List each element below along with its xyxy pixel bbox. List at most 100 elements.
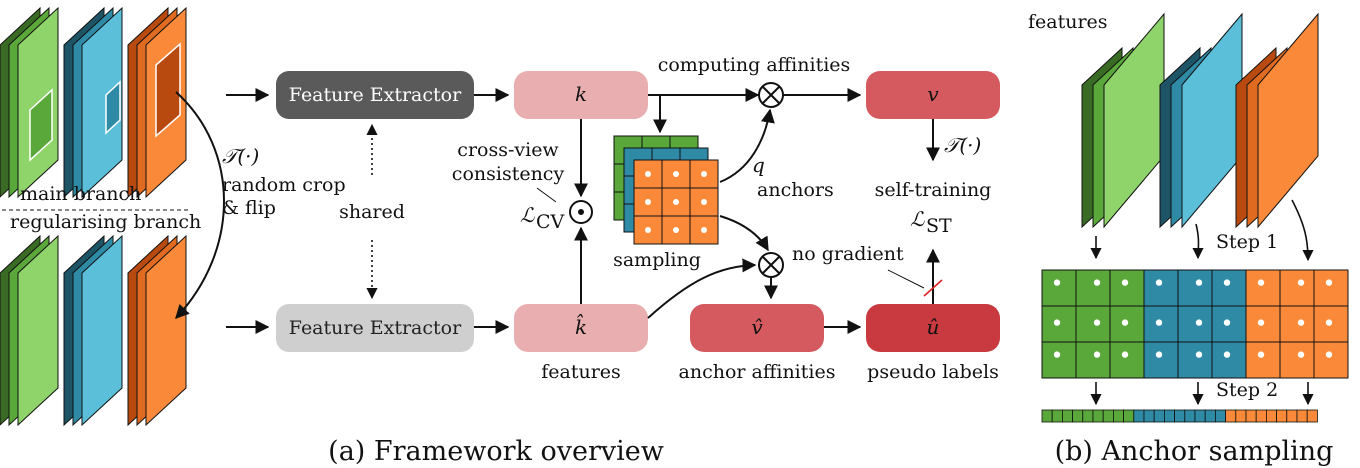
strip-cell [1041,409,1053,423]
feature-extractor-bottom-box [276,304,474,352]
k-hat-label: k̂ [575,313,587,339]
grid-cell [1143,341,1179,379]
consistency-label: consistency [452,163,565,185]
anchor-dot [1195,351,1203,358]
anchor-dot [1093,279,1101,286]
grid-cell [1211,341,1247,379]
arrow-khat-to-mult-bottom [647,258,757,319]
anchor-dot [1053,351,1061,358]
grid-cell [1109,341,1145,379]
anchor-dot [1223,351,1231,358]
step1-label: Step 1 [1216,231,1278,253]
strip-cell [1286,409,1298,423]
strip-cell [1164,409,1176,423]
arrow-anchors-to-mult-top [719,108,775,183]
grid-cell [1279,341,1315,379]
grid-cell [1313,269,1349,307]
grid-cell [1211,269,1247,307]
grid-cell [1177,305,1213,343]
anchor-dot [1257,279,1265,286]
anchor-dot [1155,279,1163,286]
k-hat-box [514,304,648,352]
computing-affinities-label: computing affinities [658,54,851,76]
grid-cell [1041,269,1077,307]
v-hat-label: v̂ [751,315,763,339]
caption-b: (b) Anchor sampling [1055,436,1334,467]
strip-cell [1255,409,1267,423]
grid-cell [1109,305,1145,343]
anchor-dot [1121,319,1129,326]
grid-cell [1279,305,1315,343]
anchor-dot [1093,351,1101,358]
anchor-affinities-label: anchor affinities [679,361,836,383]
grid-cell [1245,341,1281,379]
strip-cell [1123,409,1135,423]
grid-cell [1279,269,1315,307]
strip-cell [1072,409,1084,423]
grid-cell [1313,341,1349,379]
v-box [866,71,1000,119]
loss-st-sub: ST [926,215,952,237]
strip-cell [1102,409,1114,423]
self-training-label: self-training [875,179,992,201]
anchor-dot [1155,351,1163,358]
no-gradient-label: no gradient [792,243,904,265]
anchor-dot [1297,279,1305,286]
arrow-k-to-sampling [648,94,667,134]
k-label: k [575,82,587,106]
strip-cell [1225,409,1237,423]
random-crop-arrow [175,91,225,320]
strip-cell [1215,409,1227,423]
main-branch-label: main branch [20,183,141,205]
shared-label: shared [339,201,405,223]
anchor-dot [1223,319,1231,326]
feature-extractor-top-label: Feature Extractor [289,84,462,106]
step2-label: Step 2 [1216,379,1278,401]
k-box [514,71,648,119]
transform-right-label: 𝒯(·) [944,133,981,157]
strip-cell [1245,409,1257,423]
features-right-label: features [1028,11,1108,33]
anchor-dot [1053,319,1061,326]
sampling-label: sampling [613,249,701,271]
anchor-dot [1093,319,1101,326]
anchor-dot [1297,351,1305,358]
grid-cell [1109,269,1145,307]
pseudo-labels-label: pseudo labels [867,361,999,383]
strip-cell [1051,409,1063,423]
strip-cell [1306,409,1318,423]
grid-cell [1075,341,1111,379]
grid-cell [1177,341,1213,379]
grid-cell [1245,269,1281,307]
v-hat-box [690,304,824,352]
grid-cell [1143,269,1179,307]
loss-st-label: ℒ [910,207,925,231]
v-label: v [927,82,939,106]
transform-left-label: 𝒯(·) [222,144,259,168]
strip-cell [1174,409,1186,423]
input-stack-bottom [0,234,187,427]
flip-label: & flip [222,197,276,219]
loss-cv-sub: CV [536,211,565,233]
feature-stack-right [1081,12,1319,229]
anchor-dot [1195,319,1203,326]
random-crop-label: random crop [222,174,346,196]
anchor-dot [1155,319,1163,326]
loss-cv-label: ℒ [520,203,535,227]
anchor-dot [1297,319,1305,326]
anchor-dot [1325,319,1333,326]
strip-cell [1266,409,1278,423]
strip-cell [1194,409,1206,423]
anchor-dot [1257,319,1265,326]
no-gradient-mark [923,279,943,297]
strip-cell [1062,409,1074,423]
anchor-grid [1041,269,1349,379]
anchor-dot [1053,279,1061,286]
anchor-dot [1257,351,1265,358]
strip-cell [1082,409,1094,423]
anchor-dot [1223,279,1231,286]
grid-cell [1177,269,1213,307]
anchor-strip [1041,409,1318,423]
strip-cell [1296,409,1308,423]
